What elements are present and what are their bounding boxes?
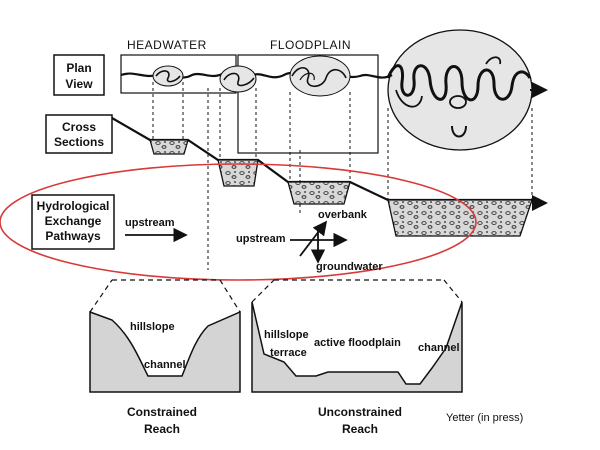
constrained-cross-section: [89, 310, 241, 393]
hep-label: Hydrological Exchange Pathways: [31, 194, 115, 250]
overbank-label: overbank: [318, 209, 368, 221]
hep-line2: Exchange: [45, 214, 102, 228]
plan-view-label: Plan View: [53, 54, 105, 96]
highlight-ellipse: [0, 163, 477, 281]
plan-view-line1: Plan: [66, 61, 91, 75]
unconstrained-caption-line2: Reach: [342, 422, 378, 436]
unconstrained-caption-line1: Unconstrained: [318, 405, 402, 419]
hep-line1: Hydrological: [37, 199, 110, 213]
plan-detail-oval-3: [289, 55, 351, 97]
cross-section-2: [217, 159, 259, 187]
active-floodplain-label: active floodplain: [314, 337, 401, 349]
oval-meanders: [386, 64, 532, 102]
cross-sections-line1: Cross: [62, 120, 96, 134]
cross-section-3: [287, 181, 351, 205]
headwater-heading: HEADWATER: [127, 38, 207, 52]
cross-section-4: [387, 199, 533, 237]
constrained-caption-line2: Reach: [144, 422, 180, 436]
upstream-label-left: upstream: [125, 217, 175, 229]
plan-view-line2: View: [65, 77, 93, 91]
constrained-caption-line1: Constrained: [127, 405, 197, 419]
hep-line3: Pathways: [45, 229, 101, 243]
overbank-arrow: [299, 220, 328, 257]
groundwater-label: groundwater: [316, 261, 383, 273]
cross-sections-line2: Sections: [54, 135, 104, 149]
cross-sections-label: Cross Sections: [45, 114, 113, 154]
credit-text: Yetter (in press): [446, 412, 523, 424]
cross-section-1: [149, 139, 189, 155]
unconstrained-reach-panel: hillslope terrace active floodplain chan…: [251, 279, 463, 393]
terrace-label: terrace: [270, 347, 307, 359]
floodplain-plan-box: [237, 54, 379, 154]
hillslope-right-label: hillslope: [264, 329, 309, 341]
constrained-reach-panel: hillslope channel: [89, 279, 241, 393]
channel-left-label: channel: [144, 359, 186, 371]
hillslope-left-label: hillslope: [130, 321, 175, 333]
upstream-label-mid: upstream: [236, 233, 286, 245]
unconstrained-cross-section: [251, 301, 463, 393]
channel-right-label: channel: [418, 342, 460, 354]
floodplain-heading: FLOODPLAIN: [270, 38, 351, 52]
